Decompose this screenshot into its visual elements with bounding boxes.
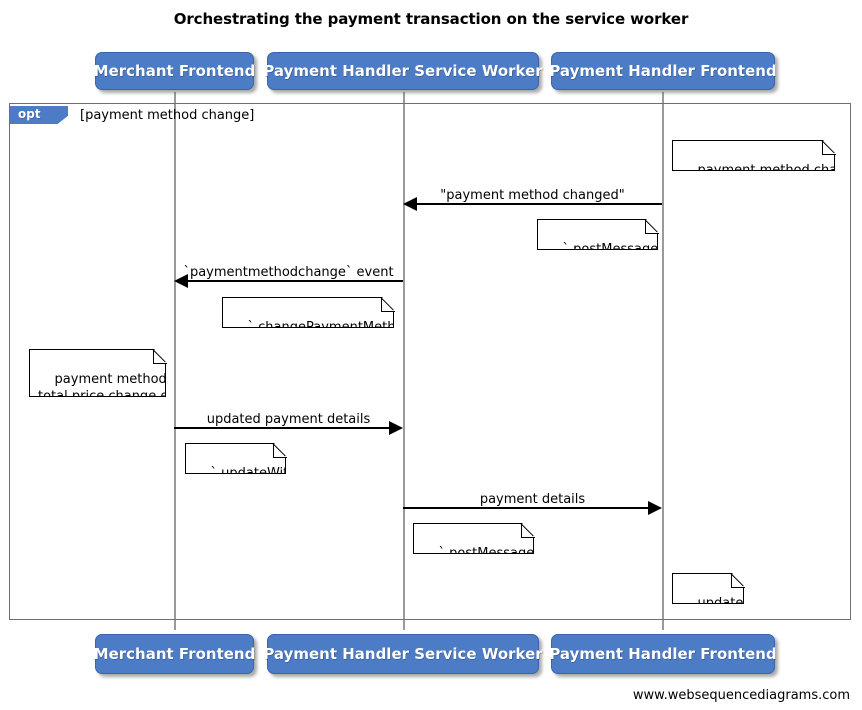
arrowhead-right-icon-updated-payment-details bbox=[389, 421, 403, 435]
note-payment-method-total-price: payment method & total price change etc bbox=[29, 349, 166, 397]
fragment-opt bbox=[9, 103, 851, 620]
message-label-payment-method-changed: "payment method changed" bbox=[440, 188, 625, 203]
participant-merchant-frontend-top[interactable]: Merchant Frontend bbox=[93, 52, 256, 90]
message-label-payment-details: payment details bbox=[479, 492, 586, 507]
note-fold-corner-icon bbox=[645, 220, 659, 234]
page-title: Orchestrating the payment transaction on… bbox=[173, 10, 689, 28]
participant-label: Payment Handler Frontend bbox=[549, 645, 777, 663]
participant-payment-handler-service-worker-bottom[interactable]: Payment Handler Service Worker bbox=[263, 634, 543, 674]
note-fold-corner-icon bbox=[521, 524, 535, 538]
note-fold-corner-icon bbox=[273, 444, 287, 458]
participant-payment-handler-service-worker-top[interactable]: Payment Handler Service Worker bbox=[263, 52, 543, 90]
lifeline-payment-handler-frontend bbox=[662, 92, 664, 630]
arrowhead-left-icon-paymentmethodchange-event bbox=[174, 274, 188, 288]
message-line-updated-payment-details bbox=[174, 427, 389, 429]
participant-payment-handler-frontend-top[interactable]: Payment Handler Frontend bbox=[549, 52, 777, 90]
message-line-paymentmethodchange-event bbox=[188, 280, 403, 282]
arrowhead-left-icon-payment-method-changed bbox=[403, 197, 417, 211]
note-post-message-1: `.postMessage()` bbox=[537, 219, 658, 250]
participant-label: Payment Handler Frontend bbox=[549, 62, 777, 80]
participant-label: Merchant Frontend bbox=[93, 62, 256, 80]
lifeline-payment-handler-service-worker bbox=[403, 92, 405, 630]
arrowhead-right-icon-payment-details bbox=[648, 501, 662, 515]
note-change-payment-method: `.changePaymentMethod()` bbox=[222, 297, 394, 328]
message-label-paymentmethodchange-event: `paymentmethodchange` event bbox=[183, 265, 394, 280]
message-label-updated-payment-details: updated payment details bbox=[206, 412, 371, 427]
note-fold-corner-icon bbox=[381, 298, 395, 312]
note-fold-corner-icon bbox=[731, 574, 745, 588]
footer-watermark: www.websequencediagrams.com bbox=[632, 688, 850, 703]
message-line-payment-details bbox=[403, 507, 648, 509]
participant-merchant-frontend-bottom[interactable]: Merchant Frontend bbox=[93, 634, 256, 674]
lifeline-merchant-frontend bbox=[174, 92, 176, 630]
note-fold-corner-icon bbox=[153, 350, 167, 364]
participant-payment-handler-frontend-bottom[interactable]: Payment Handler Frontend bbox=[549, 634, 777, 674]
participant-label: Payment Handler Service Worker bbox=[263, 62, 543, 80]
note-fold-corner-icon bbox=[822, 141, 836, 155]
fragment-opt-condition: [payment method change] bbox=[80, 108, 255, 123]
participant-label: Payment Handler Service Worker bbox=[263, 645, 543, 663]
note-payment-method-changed: payment method changed bbox=[672, 140, 835, 171]
note-update-with: `.updateWith()` bbox=[185, 443, 286, 474]
fragment-opt-tag: opt bbox=[10, 106, 68, 124]
participant-label: Merchant Frontend bbox=[93, 645, 256, 663]
note-post-message-2: `.postMessage()` bbox=[413, 523, 534, 554]
message-line-payment-method-changed bbox=[417, 203, 662, 205]
